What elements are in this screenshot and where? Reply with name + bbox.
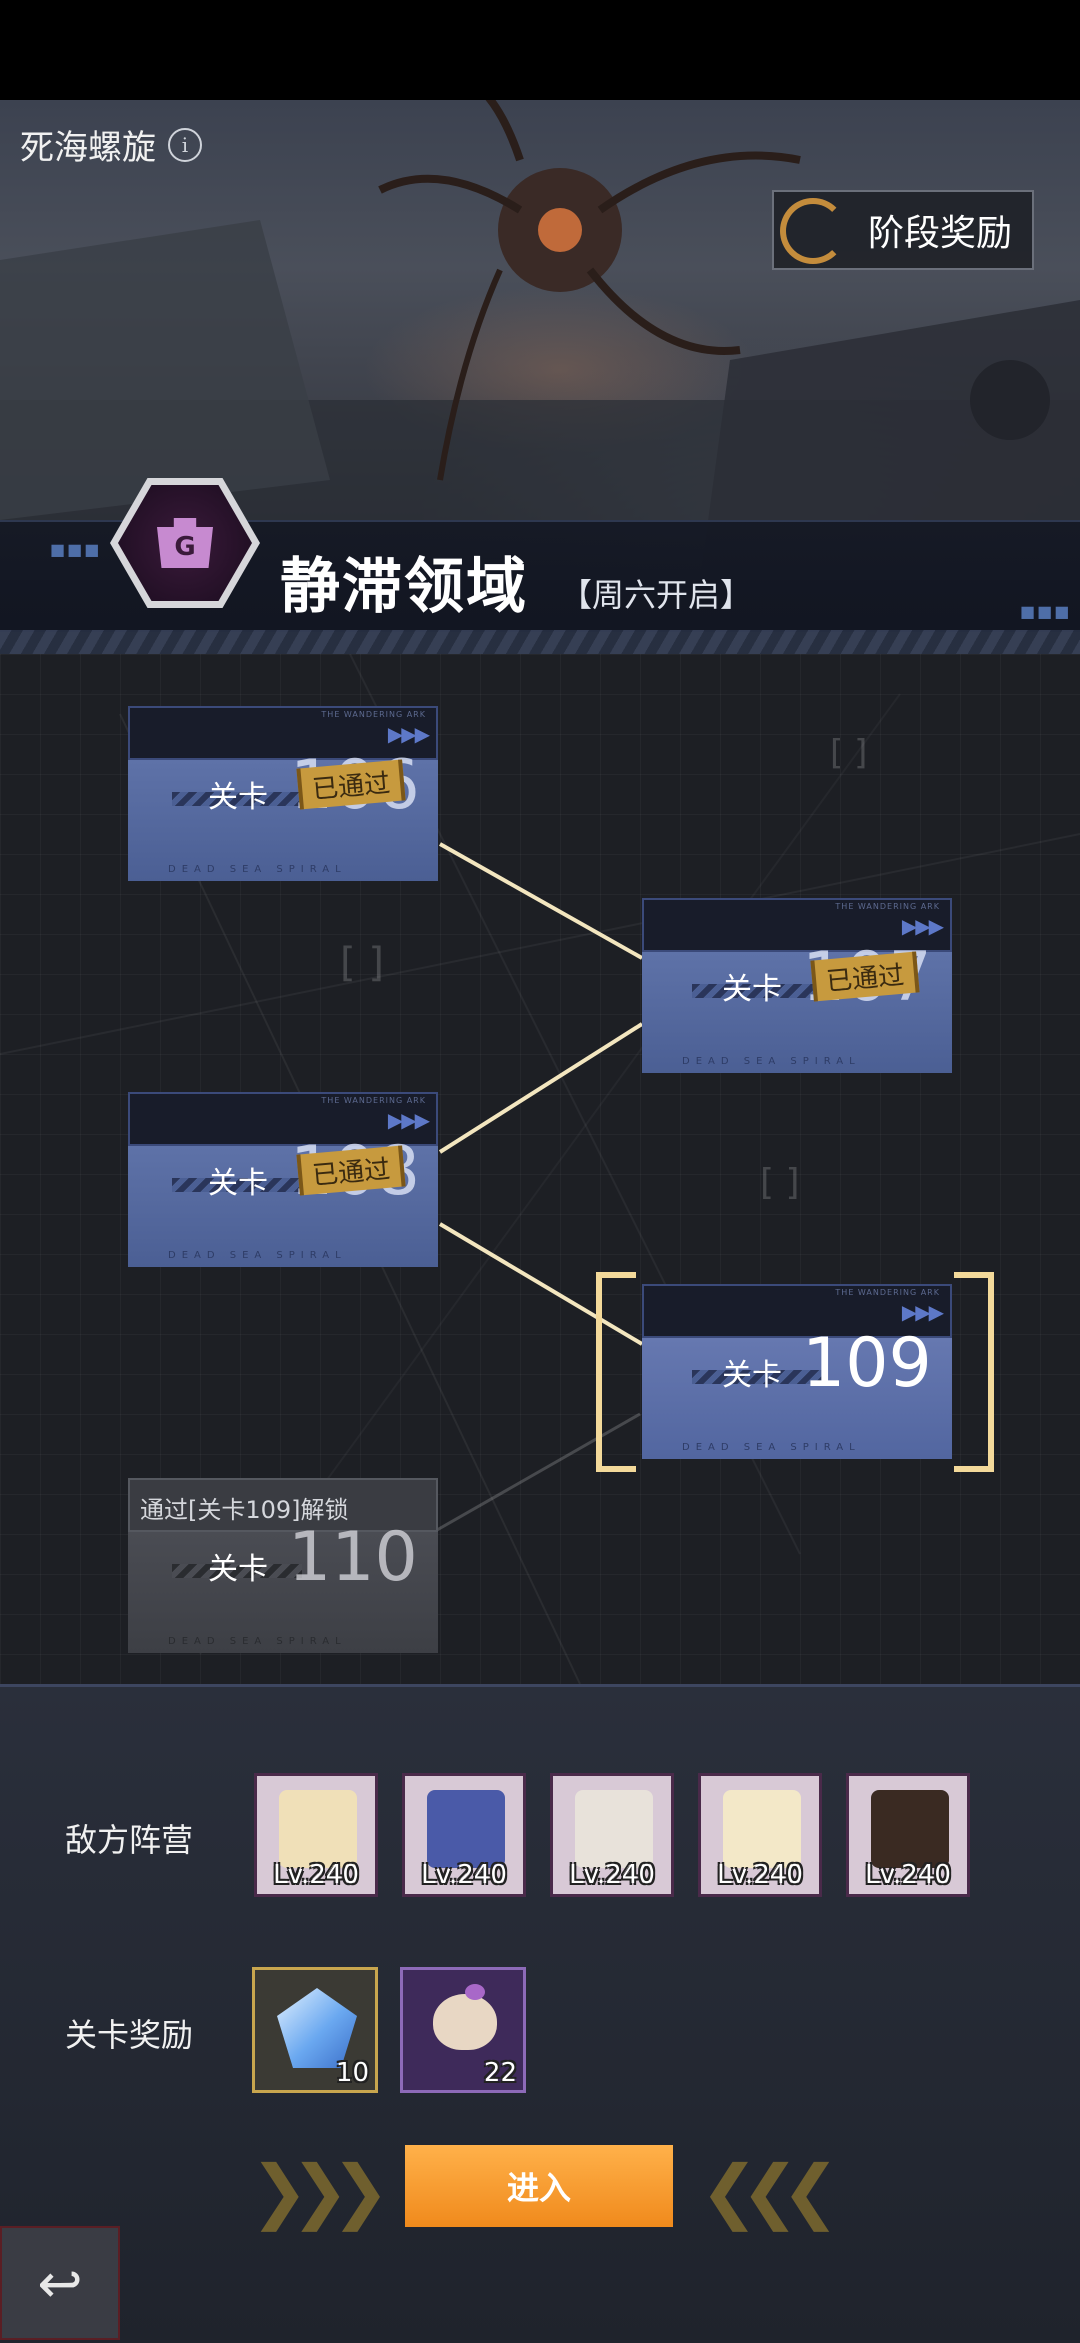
- arrows-icon: ▶▶▶: [387, 722, 430, 746]
- stage-node-stripe: [692, 984, 822, 998]
- zone-schedule: 【周六开启】: [560, 576, 753, 614]
- stage-number: 109: [802, 1324, 932, 1403]
- stage-node-header: 通过[关卡109]解锁: [128, 1478, 438, 1532]
- back-icon: ↩: [37, 2251, 83, 2315]
- decor-dots: ■■■: [50, 540, 102, 559]
- event-title-text: 死海螺旋: [20, 128, 156, 168]
- chicken-comb: [465, 1984, 485, 2000]
- enemy-avatar: [427, 1790, 505, 1868]
- zone-name: 静滞领域: [280, 552, 528, 622]
- enemy-level: Lv.240: [569, 1860, 655, 1890]
- enemy-level: Lv.240: [717, 1860, 803, 1890]
- svg-text:[ ]: [ ]: [340, 940, 384, 986]
- svg-text:[ ]: [ ]: [830, 733, 867, 773]
- stage-node-stripe: [692, 1370, 822, 1384]
- stage-node-header-text: THE WANDERING ARK: [321, 710, 426, 719]
- stage-node-subtext: DEAD SEA SPIRAL: [168, 864, 347, 875]
- decor-dots: ■■■: [1020, 602, 1072, 621]
- stage-node-header: THE WANDERING ARK ▶▶▶: [128, 1092, 438, 1146]
- stage-node-subtext: DEAD SEA SPIRAL: [168, 1250, 347, 1261]
- svg-text:[ ]: [ ]: [760, 1162, 800, 1203]
- stage-node-body: DEAD SEA SPIRAL: [128, 1532, 438, 1653]
- stage-reward-label: 关卡奖励: [65, 2016, 194, 2054]
- stage-label: 关卡: [208, 780, 268, 815]
- zone-header-stripe: [0, 630, 1080, 654]
- crystal-icon: [277, 1988, 357, 2068]
- stage-node-header: THE WANDERING ARK ▶▶▶: [642, 898, 952, 952]
- stage-label: 关卡: [722, 972, 782, 1007]
- enemy-portrait[interactable]: Lv.240: [402, 1773, 526, 1897]
- stage-node-subtext: DEAD SEA SPIRAL: [682, 1442, 861, 1453]
- enemy-portrait[interactable]: Lv.240: [846, 1773, 970, 1897]
- status-bar: [0, 0, 1080, 100]
- stage-map[interactable]: [ ] [ ] [ ] THE WANDERING ARK ▶▶▶ DEAD S…: [0, 654, 1080, 1684]
- stage-node-header: THE WANDERING ARK ▶▶▶: [128, 706, 438, 760]
- reward-count: 10: [335, 2058, 369, 2088]
- stage-node-header-text: THE WANDERING ARK: [835, 902, 940, 911]
- enemy-avatar: [575, 1790, 653, 1868]
- arrows-icon: ▶▶▶: [901, 1300, 944, 1324]
- stage-node-stripe: [172, 792, 302, 806]
- stage-label: 关卡: [722, 1358, 782, 1393]
- chevron-left-icon: ❮❮❮: [700, 2150, 840, 2232]
- enemy-level: Lv.240: [421, 1860, 507, 1890]
- enter-button[interactable]: 进入: [405, 2145, 673, 2227]
- stage-node-header-text: THE WANDERING ARK: [835, 1288, 940, 1297]
- enemy-portrait[interactable]: Lv.240: [698, 1773, 822, 1897]
- stage-node-107[interactable]: THE WANDERING ARK ▶▶▶ DEAD SEA SPIRAL 10…: [642, 898, 952, 1073]
- stage-node-106[interactable]: THE WANDERING ARK ▶▶▶ DEAD SEA SPIRAL 10…: [128, 706, 438, 881]
- chicken-icon: [433, 1994, 497, 2050]
- enemy-level: Lv.240: [273, 1860, 359, 1890]
- stage-node-stripe: [172, 1564, 302, 1578]
- stage-reward-label: 阶段奖励: [867, 213, 1012, 254]
- stage-node-header-text: THE WANDERING ARK: [321, 1096, 426, 1105]
- enemy-avatar: [871, 1790, 949, 1868]
- reward-item-crystal[interactable]: 10: [252, 1967, 378, 2093]
- enemy-faction-label: 敌方阵营: [65, 1821, 194, 1859]
- chevron-right-icon: ❯❯❯: [250, 2150, 390, 2232]
- stage-number: 110: [288, 1518, 418, 1597]
- stage-node-body: DEAD SEA SPIRAL: [642, 1338, 952, 1459]
- stage-node-108[interactable]: THE WANDERING ARK ▶▶▶ DEAD SEA SPIRAL 10…: [128, 1092, 438, 1267]
- weight-icon: G: [157, 518, 213, 568]
- enemy-avatar: [723, 1790, 801, 1868]
- back-button[interactable]: ↩: [0, 2226, 120, 2340]
- unlock-requirement: 通过[关卡109]解锁: [140, 1496, 349, 1524]
- stage-node-header: THE WANDERING ARK ▶▶▶: [642, 1284, 952, 1338]
- info-icon[interactable]: i: [168, 127, 202, 162]
- reward-item-chicken[interactable]: 22: [400, 1967, 526, 2093]
- stage-reward-button[interactable]: 阶段奖励: [772, 190, 1034, 270]
- enemy-portrait[interactable]: Lv.240: [550, 1773, 674, 1897]
- selection-bracket-right: [954, 1272, 994, 1472]
- enemy-portrait[interactable]: Lv.240: [254, 1773, 378, 1897]
- stage-node-stripe: [172, 1178, 302, 1192]
- event-title: 死海螺旋 i: [20, 120, 202, 169]
- arrows-icon: ▶▶▶: [387, 1108, 430, 1132]
- arrows-icon: ▶▶▶: [901, 914, 944, 938]
- enemy-level: Lv.240: [865, 1860, 951, 1890]
- stage-node-subtext: DEAD SEA SPIRAL: [682, 1056, 861, 1067]
- stage-node-subtext: DEAD SEA SPIRAL: [168, 1636, 347, 1647]
- banner-artwork: [0, 100, 1080, 580]
- stage-label: 关卡: [208, 1166, 268, 1201]
- stage-node-110[interactable]: 通过[关卡109]解锁 DEAD SEA SPIRAL 110 关卡: [128, 1478, 438, 1653]
- stage-node-109[interactable]: THE WANDERING ARK ▶▶▶ DEAD SEA SPIRAL 10…: [642, 1284, 952, 1459]
- selection-bracket-left: [596, 1272, 636, 1472]
- reward-count: 22: [483, 2058, 517, 2088]
- enemy-avatar: [279, 1790, 357, 1868]
- stage-label: 关卡: [208, 1552, 268, 1587]
- stage-reward-icon: [780, 198, 846, 264]
